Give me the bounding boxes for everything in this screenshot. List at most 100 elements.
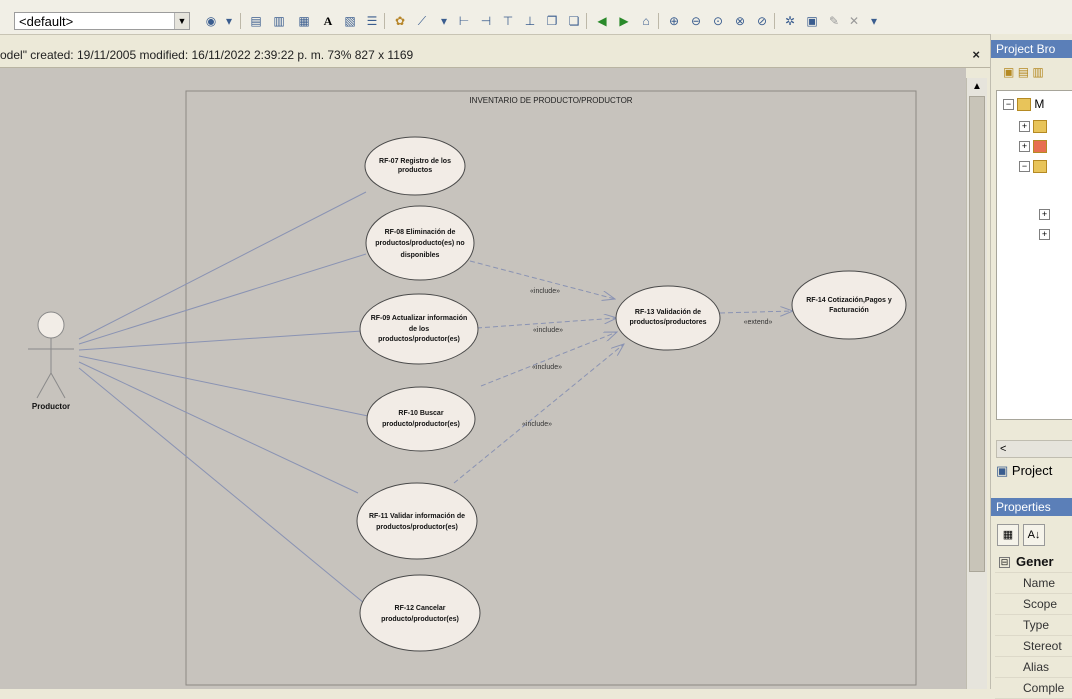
zoom-normal-icon[interactable]: ⊗ xyxy=(734,14,746,28)
properties-group-label: Gener xyxy=(1016,554,1054,569)
system-boundary[interactable] xyxy=(185,90,917,686)
table-icon[interactable]: ▧ xyxy=(344,14,356,28)
tree-node-model[interactable]: − M xyxy=(1003,97,1044,112)
include-line[interactable] xyxy=(476,318,617,329)
scroll-left-icon[interactable]: < xyxy=(1000,443,1007,455)
chevron-down-icon[interactable]: ▼ xyxy=(174,13,189,29)
line-icon[interactable]: ⟋ xyxy=(417,14,427,28)
close-icon[interactable]: ✕ xyxy=(848,14,860,28)
diagram-vertical-scrollbar[interactable]: ▲ xyxy=(966,78,987,689)
help-icon[interactable]: ◉ xyxy=(205,14,217,28)
association-line[interactable] xyxy=(78,367,365,604)
tree-node[interactable]: + xyxy=(1019,119,1047,134)
tree-node[interactable]: + xyxy=(1039,227,1053,241)
include-line[interactable] xyxy=(480,332,617,387)
layout-icon[interactable]: ✲ xyxy=(784,14,796,28)
diagram-canvas[interactable]: INVENTARIO DE PRODUCTO/PRODUCTOR Product… xyxy=(0,68,966,689)
properties-group-general[interactable]: ⊟ Gener xyxy=(995,552,1072,573)
palette-icon[interactable]: ✿ xyxy=(394,14,406,28)
collapse-icon[interactable]: ⊟ xyxy=(999,557,1010,569)
dropdown-icon[interactable]: ▾ xyxy=(440,14,448,28)
property-row[interactable]: Type xyxy=(995,615,1072,636)
close-icon[interactable]: × xyxy=(972,47,980,62)
tab-project[interactable]: ▣ Project xyxy=(996,460,1072,482)
property-row[interactable]: Stereot xyxy=(995,636,1072,657)
expand-icon[interactable]: + xyxy=(1019,141,1030,153)
usecase-rf09[interactable] xyxy=(359,293,479,365)
forward-icon[interactable]: ▶ xyxy=(619,14,629,28)
copy-format-icon[interactable]: ❐ xyxy=(546,14,558,28)
font-icon[interactable]: A xyxy=(323,14,333,28)
dropdown-icon[interactable]: ▾ xyxy=(225,14,233,28)
zoom-fit-icon[interactable]: ⊙ xyxy=(712,14,724,28)
zoom-in-icon[interactable]: ⊕ xyxy=(668,14,680,28)
usecase-rf13-label: productos/productores xyxy=(629,319,706,326)
scroll-up-icon[interactable]: ▲ xyxy=(972,81,982,92)
property-row[interactable]: Name xyxy=(995,573,1072,594)
align-right-icon[interactable]: ⊣ xyxy=(480,14,492,28)
properties-title: Properties xyxy=(991,498,1072,516)
diagram-info-text: odel" created: 19/11/2005 modified: 16/1… xyxy=(0,48,414,62)
usecase-rf14[interactable] xyxy=(791,270,907,340)
dependencies xyxy=(453,260,793,484)
collapse-icon[interactable]: − xyxy=(1019,161,1030,173)
include-line[interactable] xyxy=(469,260,615,299)
list-icon[interactable]: ☰ xyxy=(366,14,378,28)
separator xyxy=(586,13,587,29)
back-icon[interactable]: ◀ xyxy=(597,14,607,28)
property-row[interactable]: Scope xyxy=(995,594,1072,615)
extend-line[interactable] xyxy=(719,311,793,313)
property-row[interactable]: Alias xyxy=(995,657,1072,678)
properties-icon[interactable]: ▣ xyxy=(806,14,818,28)
expand-icon[interactable]: + xyxy=(1039,229,1050,241)
association-line[interactable] xyxy=(78,355,369,417)
association-line[interactable] xyxy=(78,330,363,351)
usecase-rf07[interactable] xyxy=(364,136,466,196)
sort-alpha-icon[interactable]: A↓ xyxy=(1023,524,1045,546)
project-toolbar: ▣ ▤ ▥ xyxy=(1003,65,1044,79)
usecase-rf12[interactable] xyxy=(359,574,481,652)
expand-icon[interactable]: + xyxy=(1019,121,1030,133)
diagram-info-bar: odel" created: 19/11/2005 modified: 16/1… xyxy=(0,43,990,68)
tree-node[interactable]: + xyxy=(1019,139,1047,154)
usecase-rf11[interactable] xyxy=(356,482,478,560)
align-left-icon[interactable]: ⊢ xyxy=(458,14,470,28)
tab-project-label: Project xyxy=(1011,463,1053,478)
style-combo[interactable]: <default> ▼ xyxy=(14,12,190,30)
list-box-icon[interactable]: ▦ xyxy=(298,14,310,28)
scroll-thumb[interactable] xyxy=(969,96,985,572)
association-line[interactable] xyxy=(78,253,367,345)
usecase-rf08-label: disponibles xyxy=(401,252,440,259)
tree-horizontal-scrollbar[interactable]: < xyxy=(996,440,1072,458)
usecase-rf08[interactable] xyxy=(365,205,475,281)
note-icon[interactable]: ▤ xyxy=(250,14,262,28)
tree-node[interactable]: + xyxy=(1039,207,1053,221)
zoom-out-icon[interactable]: ⊖ xyxy=(690,14,702,28)
association-line[interactable] xyxy=(78,361,359,494)
dropdown-icon[interactable]: ▾ xyxy=(870,14,878,28)
project-tree[interactable]: − M + + − + + xyxy=(996,90,1072,420)
new-package-icon[interactable]: ▣ xyxy=(1003,65,1015,79)
align-bottom-icon[interactable]: ⊥ xyxy=(524,14,536,28)
collapse-icon[interactable]: − xyxy=(1003,99,1014,111)
paste-format-icon[interactable]: ❏ xyxy=(568,14,580,28)
usecase-rf11-label: productos/productor(es) xyxy=(376,524,458,531)
home-icon[interactable]: ⌂ xyxy=(642,14,650,28)
categorized-icon[interactable]: ▦ xyxy=(997,524,1019,546)
zoom-page-icon[interactable]: ⊘ xyxy=(756,14,768,28)
association-line[interactable] xyxy=(78,191,367,340)
view-icon[interactable]: ▥ xyxy=(1032,65,1044,79)
include-line[interactable] xyxy=(453,344,624,484)
erase-icon[interactable]: ✎ xyxy=(828,14,840,28)
expand-icon[interactable]: + xyxy=(1039,209,1050,221)
usecase-rf13[interactable] xyxy=(615,285,721,351)
usecase-rf08-label: productos/producto(es) no xyxy=(375,240,464,247)
actor-productor[interactable] xyxy=(28,311,74,399)
usecase-rf10[interactable] xyxy=(366,386,476,452)
align-top-icon[interactable]: ⊤ xyxy=(502,14,514,28)
tree-node[interactable]: − xyxy=(1019,159,1047,174)
package-icon xyxy=(1033,120,1047,134)
usecase-rf09-label: productos/productor(es) xyxy=(378,336,460,343)
folder-icon[interactable]: ▤ xyxy=(1017,65,1030,79)
text-icon[interactable]: ▥ xyxy=(273,14,285,28)
